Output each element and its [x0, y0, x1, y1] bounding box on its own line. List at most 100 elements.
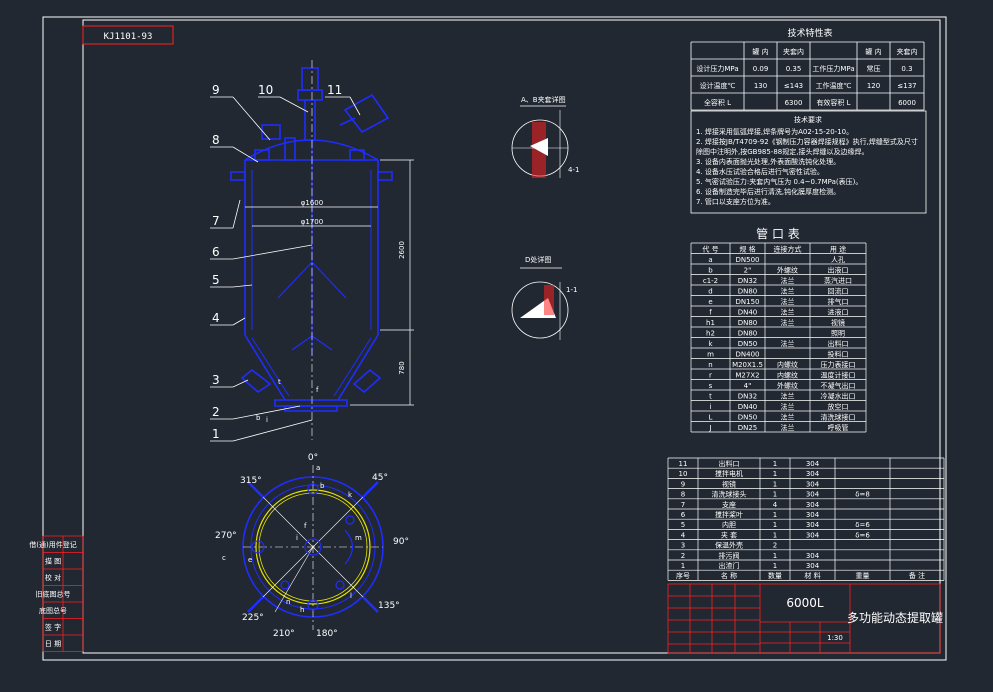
detail-ab-title: A、B夹套详图 [521, 95, 566, 104]
nozzle-cell-4-3: 排气口 [828, 297, 849, 306]
nozzle-cell-6-2: 法兰 [781, 318, 795, 327]
nozzle-cell-10-1: M20X1.5 [732, 361, 763, 369]
nozzle-cell-3-0: d [708, 288, 712, 296]
part-cell-1-1: 搅拌电机 [715, 469, 743, 478]
tech-cell-2-0: 全容积 L [704, 98, 731, 107]
angle-45: 45° [372, 473, 388, 483]
nozzle-cell-11-3: 温度计接口 [821, 371, 856, 380]
dimension-lines [245, 159, 414, 406]
callout-3: 3 [212, 373, 220, 387]
requirement-4: 4. 设备水压试验合格后进行气密性试验。 [696, 167, 824, 176]
nozzle-cell-13-0: t [709, 393, 712, 401]
part-cell-6-3: 304 [806, 521, 820, 529]
letter-t: t [278, 378, 281, 386]
nozzle-cell-12-3: 不凝气出口 [821, 381, 856, 390]
parts-footer-0: 序号 [676, 571, 690, 580]
part-cell-9-2: 1 [773, 552, 777, 560]
drawing-code: KJ1101-93 [104, 32, 153, 42]
nozzle-cell-8-3: 出料口 [828, 339, 849, 348]
tech-head-5: 夹套内 [897, 47, 918, 56]
nozzle-head-1: 规 格 [739, 245, 755, 254]
letter-b: b [256, 414, 261, 422]
callout-2: 2 [212, 405, 220, 419]
plan-letter-a: a [316, 464, 320, 472]
part-cell-2-1: 视镜 [722, 479, 736, 488]
detail-d-dim: 1-1 [566, 286, 577, 294]
plan-letter-b: b [320, 482, 325, 490]
tech-cell-0-2: 0.35 [786, 65, 802, 73]
nozzle-head-0: 代 号 [702, 245, 718, 254]
part-cell-7-2: 1 [773, 531, 777, 539]
angle-180: 180° [316, 629, 338, 639]
plan-letter-k: k [348, 491, 353, 499]
nozzle-cell-2-1: DN32 [738, 277, 758, 285]
part-cell-4-3: 304 [806, 501, 820, 509]
nozzle-cell-8-0: k [708, 340, 713, 348]
requirement-7: 7. 管口以支座方位为准。 [696, 197, 775, 206]
title-scale: 1:30 [827, 634, 843, 642]
plan-letter-m: m [355, 534, 362, 542]
nozzle-cell-9-1: DN400 [736, 351, 760, 359]
nozzle-cell-12-1: 4" [744, 382, 752, 390]
part-cell-1-3: 304 [806, 470, 820, 478]
requirement-6: 6. 设备制造完毕后进行清洗,钝化膜厚度检测。 [696, 187, 840, 196]
tech-cell-0-1: 0.09 [753, 65, 769, 73]
dim-inner-diameter: φ1600 [301, 199, 323, 207]
angle-225: 225° [242, 613, 264, 623]
part-cell-6-1: 内胆 [722, 520, 736, 529]
part-cell-3-3: 304 [806, 491, 820, 499]
nozzle-cell-14-0: i [710, 403, 712, 411]
letter-f: f [316, 386, 319, 394]
nozzle-cell-8-1: DN50 [738, 340, 758, 348]
nozzle-cell-0-0: a [708, 256, 712, 264]
nozzle-cell-15-0: L [709, 414, 713, 422]
tech-cell-1-1: 130 [754, 82, 767, 90]
plan-view [242, 465, 384, 630]
nozzle-cell-15-3: 清洗球接口 [821, 413, 856, 422]
nozzle-cell-1-1: 2" [744, 267, 752, 275]
detail-d-title: D处详图 [525, 255, 551, 264]
nozzle-cell-13-3: 冷凝水出口 [821, 392, 856, 401]
nozzle-cell-14-2: 法兰 [781, 402, 795, 411]
part-cell-8-1: 保温外壳 [715, 541, 743, 550]
part-cell-0-2: 1 [773, 460, 777, 468]
callout-numbers: 9 10 11 8 7 6 5 4 3 2 1 [212, 83, 342, 441]
requirements: 技术要求 1. 焊接采用氩弧焊接,焊条牌号为A02-15-20-10。2. 焊接… [690, 110, 927, 214]
requirements-title: 技术要求 [794, 115, 822, 124]
angle-210: 210° [273, 629, 295, 639]
callout-1: 1 [212, 427, 220, 441]
part-cell-4-2: 4 [773, 501, 778, 509]
plan-letter-c: c [222, 554, 226, 562]
nozzle-cell-3-1: DN80 [738, 288, 758, 296]
side-item-3: 旧底图总号 [36, 590, 71, 599]
callout-7: 7 [212, 214, 220, 228]
tech-cell-2-3: 有效容积 L [816, 98, 850, 107]
nozzle-cell-7-3: 照明 [831, 330, 845, 338]
nozzle-cell-13-1: DN32 [738, 393, 758, 401]
nozzle-cell-14-1: DN40 [738, 403, 758, 411]
part-cell-6-0: 5 [681, 521, 685, 529]
nozzle-cell-7-1: DN80 [738, 330, 758, 338]
angle-0: 0° [308, 453, 318, 463]
nozzle-table-title: 管 口 表 [756, 226, 800, 241]
side-item-4: 底图总号 [39, 606, 67, 615]
vessel-elevation [230, 67, 393, 412]
part-cell-3-2: 1 [773, 491, 777, 499]
letter-i: i [266, 416, 268, 424]
tech-cell-1-0: 设计温度℃ [700, 81, 736, 90]
tech-cell-1-4: 120 [867, 82, 880, 90]
part-cell-10-3: 304 [806, 562, 820, 570]
part-cell-2-3: 304 [806, 480, 820, 488]
dim-outer-diameter: φ1700 [301, 218, 323, 226]
angle-90: 90° [393, 537, 409, 547]
nozzle-cell-15-1: DN50 [738, 414, 758, 422]
drawing-code-box [82, 25, 174, 45]
part-cell-2-0: 9 [681, 480, 685, 488]
part-cell-6-2: 1 [773, 521, 777, 529]
angle-315: 315° [240, 476, 262, 486]
parts-footer-1: 名 称 [721, 571, 737, 580]
